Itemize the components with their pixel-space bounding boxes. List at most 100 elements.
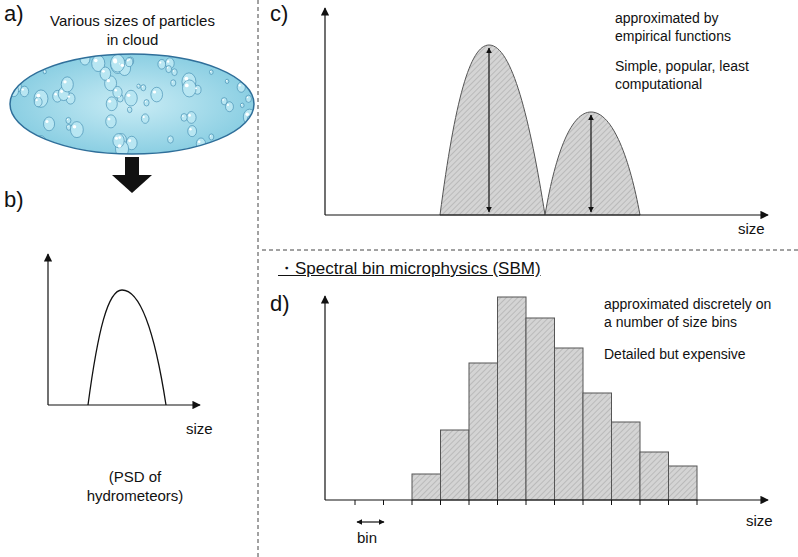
cloud-illustration-part-part	[26, 134, 36, 146]
bin-histogram-part	[355, 500, 697, 505]
cloud-illustration-part-part	[222, 99, 224, 101]
bin-histogram-part-part	[526, 318, 555, 500]
cloud-illustration-part-part	[189, 128, 191, 130]
cloud-illustration-part-part	[246, 113, 249, 116]
axis-label: bin	[357, 529, 377, 548]
cloud-illustration-part-part	[210, 70, 214, 75]
cloud-illustration-part-part	[225, 79, 228, 83]
bin-histogram-part-part	[554, 500, 555, 505]
cloud-illustration-part-part	[125, 90, 138, 106]
empirical-plot-part	[324, 8, 325, 215]
cloud-illustration-part-part	[63, 80, 66, 83]
cloud-illustration-part-part	[107, 79, 110, 82]
bin-histogram-part-part	[441, 430, 470, 500]
cloud-illustration-part-part	[247, 97, 249, 99]
down-arrow	[112, 157, 152, 193]
bin-histogram-part-part	[498, 297, 527, 500]
cloud-illustration-part-part	[28, 137, 31, 140]
cloud-illustration-part-part	[100, 67, 111, 80]
cloud-illustration-part-part	[137, 84, 140, 88]
panel-letter: a)	[4, 0, 24, 28]
cloud-illustration-part-part	[61, 77, 73, 92]
cloud-illustration-part-part	[239, 84, 241, 86]
cloud-illustration-part-part	[44, 117, 55, 131]
bin-histogram-part-part	[640, 452, 669, 500]
cloud-illustration-part-part	[145, 101, 146, 102]
cloud-illustration-part-part	[121, 64, 124, 67]
cloud-illustration-part-part	[28, 141, 34, 148]
cloud-illustration-part-part	[30, 61, 31, 62]
cloud-illustration-part-part	[108, 100, 111, 103]
cloud-illustration-part-part	[29, 55, 32, 58]
empirical-plot-part	[488, 48, 489, 212]
bin-histogram-part-part	[612, 422, 641, 500]
panel-letter: b)	[4, 186, 24, 214]
cloud-illustration-part-part	[241, 104, 242, 105]
cloud-illustration-part-part	[115, 137, 118, 140]
cloud-illustration-part-part	[43, 70, 46, 74]
cloud-illustration-part-part	[118, 136, 121, 139]
cloud-illustration-part-part	[128, 139, 131, 142]
cloud-illustration-part-part	[102, 70, 105, 73]
bin-histogram-part-part	[669, 466, 698, 500]
cloud-illustration-part-part	[11, 87, 14, 90]
down-arrow-part	[125, 157, 139, 175]
cloud-illustration-part-part	[126, 58, 133, 67]
cloud-illustration-part-part	[226, 80, 227, 81]
cloud-illustration-part-part	[143, 116, 145, 118]
divider-part	[258, 0, 259, 557]
panel-letter: c)	[270, 0, 288, 28]
note-text: Simple, popular, least computational	[615, 58, 793, 93]
cloud-illustration-part-part	[118, 144, 122, 148]
bin-histogram-part	[357, 521, 384, 522]
note-text: approximated discretely on a number of s…	[604, 296, 774, 331]
down-arrow-part	[112, 175, 152, 193]
bin-histogram-part-part	[555, 348, 584, 500]
cloud-illustration-part-part	[184, 77, 188, 81]
bin-histogram-part-part	[526, 500, 527, 505]
panel-caption: (PSD of hydrometeors)	[75, 468, 195, 506]
cloud-illustration-part-part	[171, 80, 176, 86]
cloud-illustration-part	[9, 52, 256, 157]
psd-plot-part	[47, 254, 48, 405]
cloud-illustration-part-part	[209, 134, 214, 140]
cloud-illustration-part-part	[44, 70, 45, 71]
cloud-illustration-part-part	[111, 54, 125, 72]
panel-letter: d)	[270, 290, 290, 318]
cloud-illustration-part-part	[68, 95, 70, 97]
psd-plot-part	[48, 404, 200, 405]
cloud-illustration-part-part	[159, 62, 161, 64]
bin-histogram-part-part	[355, 500, 356, 505]
cloud-illustration-part-part	[167, 67, 169, 69]
cloud-illustration-part-part	[198, 141, 201, 144]
bin-histogram-part-part	[697, 500, 698, 505]
cloud-illustration	[9, 52, 256, 157]
cloud-illustration-part-part	[36, 94, 40, 98]
cloud-illustration-part-part	[188, 126, 197, 137]
bin-histogram-part-part	[469, 363, 498, 500]
cloud-illustration-part-part	[45, 120, 48, 123]
cloud-illustration-part-part	[106, 97, 117, 111]
cloud-illustration-part-part	[185, 84, 189, 88]
cloud-illustration-part-part	[158, 59, 166, 69]
cloud-illustration-part-part	[106, 115, 116, 128]
cloud-illustration-part-part	[246, 95, 252, 102]
cloud-illustration-part-part	[168, 136, 174, 143]
cloud-illustration-part-part	[172, 69, 177, 76]
bin-histogram-part-part	[668, 500, 669, 505]
cloud-illustration-part-part	[113, 86, 122, 98]
cloud-illustration-part-part	[141, 85, 146, 91]
axis-label: size	[186, 420, 213, 439]
cloud-illustration-part-part	[210, 135, 211, 136]
bin-histogram-part	[325, 499, 768, 500]
divider-part	[262, 250, 798, 251]
cloud-illustration-part-part	[127, 107, 131, 113]
cloud-illustration-part-part	[113, 134, 124, 148]
cloud-illustration-part-part	[182, 115, 184, 117]
bin-histogram-part	[324, 296, 325, 500]
cloud-illustration-part-part	[187, 112, 196, 124]
cloud-illustration-part-part	[183, 80, 197, 97]
cloud-illustration-part-part	[29, 143, 31, 145]
cloud-illustration-part-part	[119, 63, 120, 64]
cloud-illustration-part-part	[66, 117, 71, 123]
